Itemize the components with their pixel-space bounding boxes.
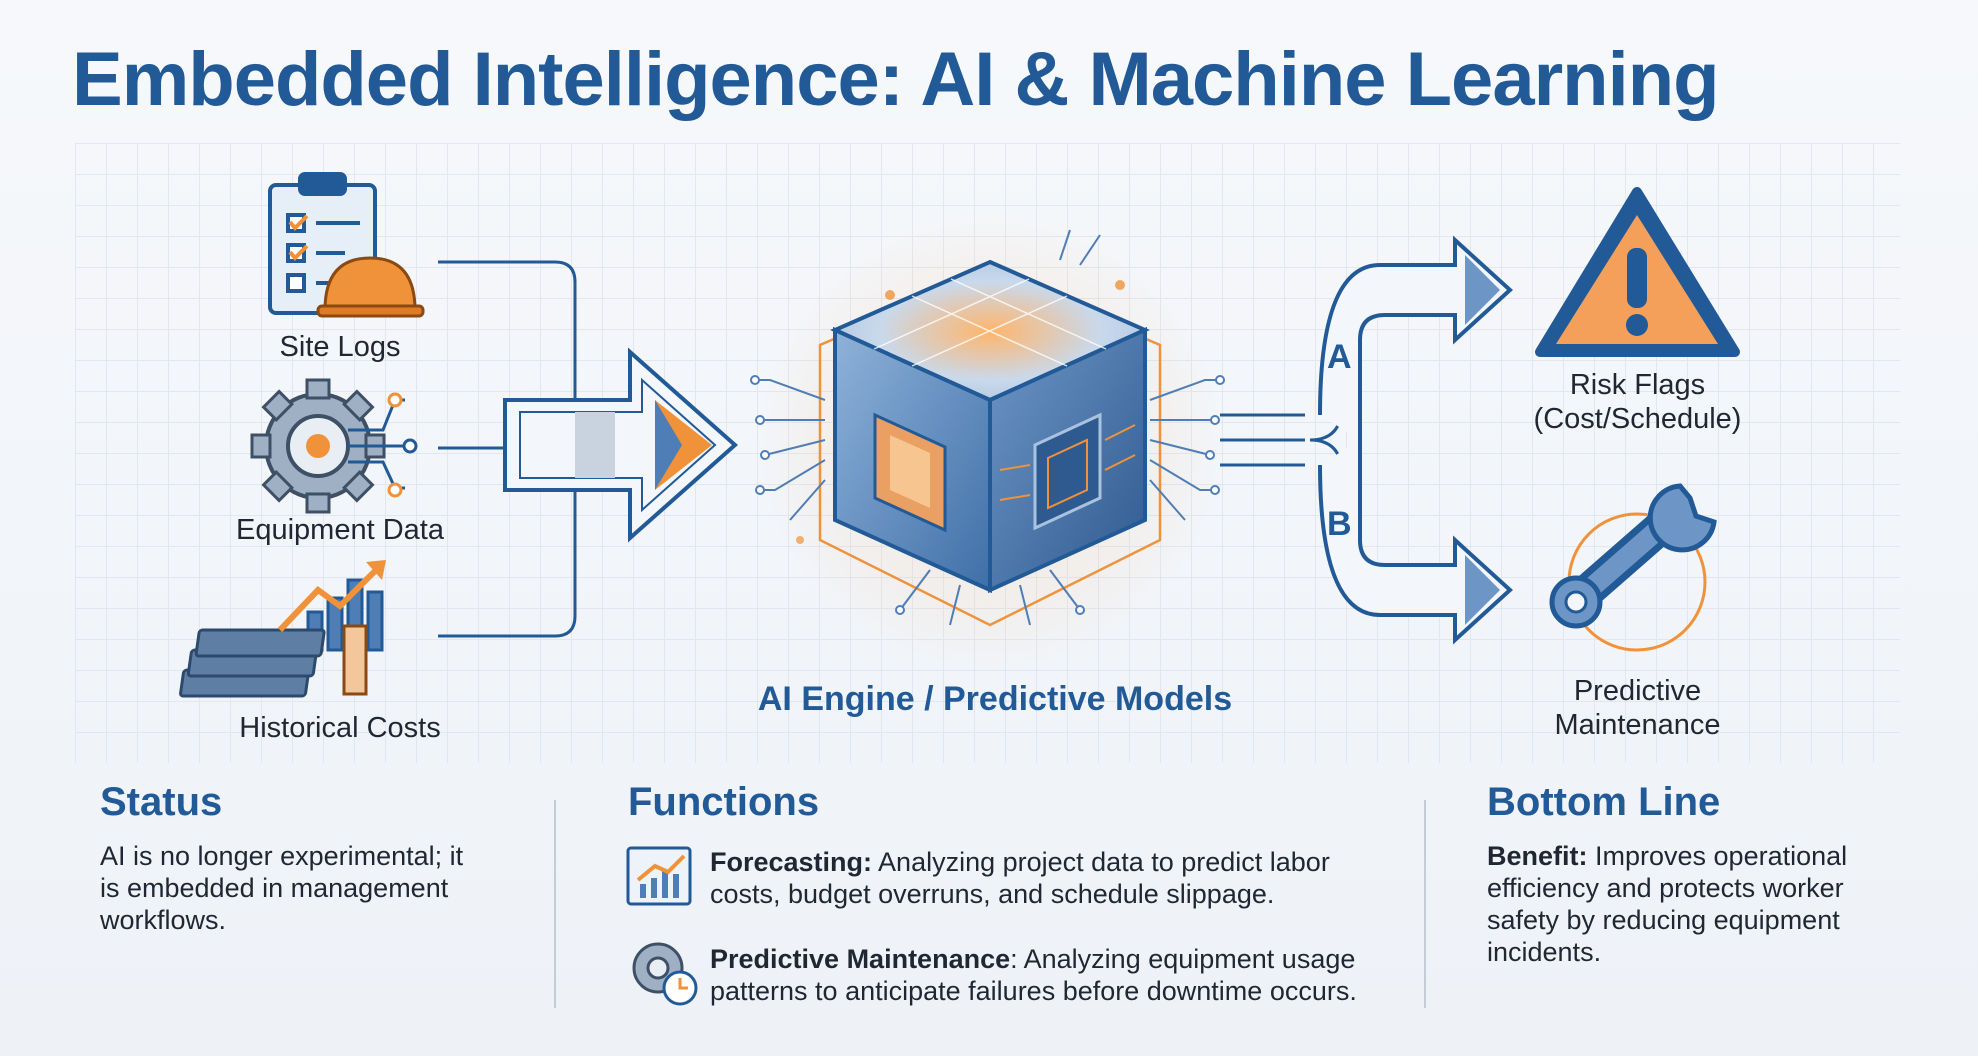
benefit-line: efficiency and protects worker [1487, 873, 1844, 903]
status-line: workflows. [100, 905, 227, 935]
arrow-b-head [1465, 555, 1500, 625]
forecasting-text: Analyzing project data to predict labor [872, 847, 1330, 877]
benefit-label: Benefit: [1487, 841, 1588, 871]
maintenance-item: Predictive Maintenance: Analyzing equipm… [710, 943, 1357, 1007]
page-title: Embedded Intelligence: AI & Machine Lear… [72, 37, 1720, 122]
risk-flags-line1: Risk Flags [1569, 369, 1706, 401]
ai-cube-icon [750, 210, 1225, 670]
benefit-line: incidents. [1487, 937, 1602, 967]
functions-heading: Functions [628, 780, 820, 824]
maintenance-title: Predictive Maintenance [710, 944, 1011, 974]
output-split-arrow [1220, 235, 1513, 645]
ai-engine-label: AI Engine / Predictive Models [757, 680, 1233, 718]
warning-triangle-icon [1535, 187, 1740, 357]
money-chart-icon [179, 560, 386, 698]
input-arrow [503, 347, 739, 543]
status-text: AI is no longer experimental; it is embe… [100, 840, 463, 936]
benefit-line: safety by reducing equipment [1487, 905, 1840, 935]
maintenance-text: : Analyzing equipment usage [1010, 944, 1356, 974]
clipboard-hardhat-icon [268, 172, 425, 318]
path-a-letter: A [1327, 338, 1352, 376]
risk-flags-line2: (Cost/Schedule) [1533, 403, 1742, 435]
equipment-data-label: Equipment Data [236, 514, 444, 546]
status-line: is embedded in management [100, 873, 449, 903]
gear-clock-icon [632, 942, 698, 1006]
bottom-line-text: Benefit: Improves operational efficiency… [1487, 840, 1847, 968]
forecast-chart-icon [626, 846, 692, 906]
forecasting-item: Forecasting: Analyzing project data to p… [710, 846, 1330, 910]
bottom-line-heading: Bottom Line [1487, 780, 1721, 824]
gear-data-icon [250, 378, 418, 514]
site-logs-label: Site Logs [279, 331, 401, 363]
section-divider [554, 800, 556, 1008]
wrench-icon [1549, 483, 1717, 652]
maintenance-text-line2: patterns to anticipate failures before d… [710, 976, 1357, 1006]
predictive-maintenance-label: Predictive Maintenance [1500, 674, 1775, 742]
historical-costs-label: Historical Costs [239, 712, 441, 744]
predictive-maintenance-line2: Maintenance [1554, 709, 1721, 741]
predictive-maintenance-line1: Predictive [1573, 675, 1702, 707]
benefit-text: Improves operational [1587, 841, 1848, 871]
forecasting-title: Forecasting: [710, 847, 873, 877]
forecasting-text-line2: costs, budget overruns, and schedule sli… [710, 879, 1275, 909]
status-line: AI is no longer experimental; it [100, 841, 464, 871]
section-divider [1424, 800, 1426, 1008]
risk-flags-label: Risk Flags (Cost/Schedule) [1500, 368, 1775, 436]
status-heading: Status [100, 780, 223, 824]
path-b-letter: B [1327, 505, 1352, 543]
arrow-a-head [1465, 255, 1500, 325]
